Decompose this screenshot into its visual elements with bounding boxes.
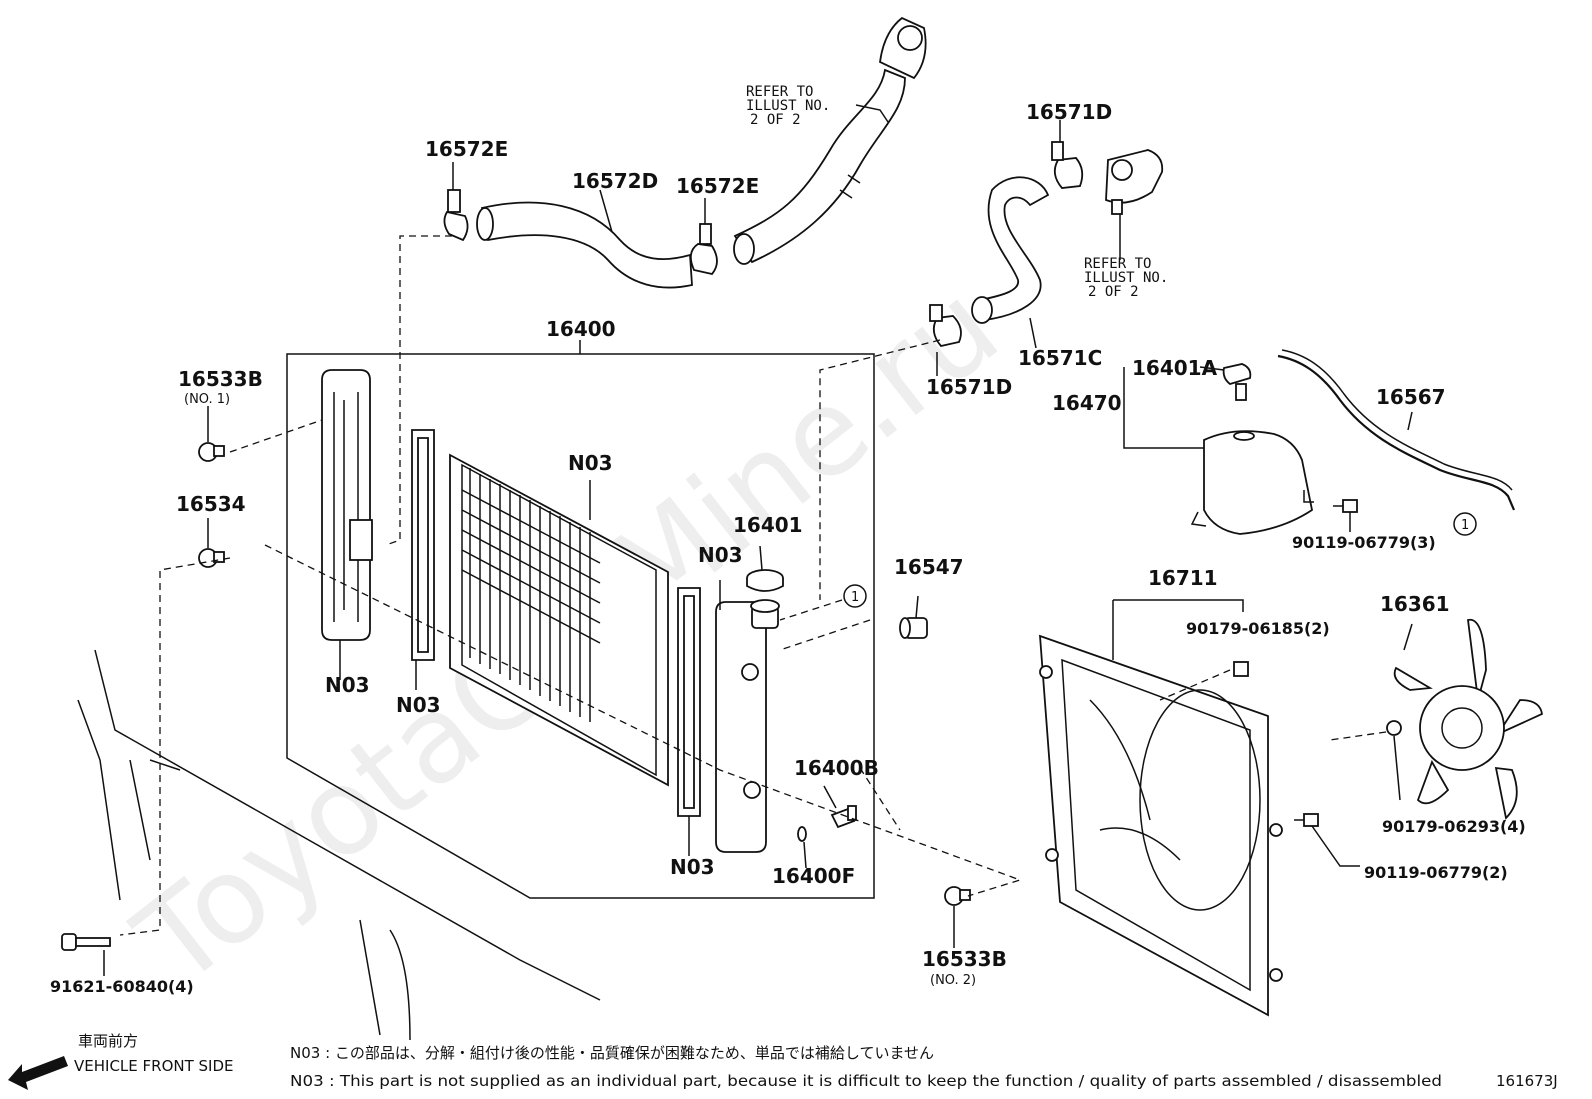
label-16572E-left[interactable]: 16572E <box>425 137 508 161</box>
hose-16571C[interactable] <box>978 176 1050 322</box>
hose-16572D[interactable] <box>480 201 693 289</box>
label-16400F[interactable]: 16400F <box>772 864 855 888</box>
label-16400[interactable]: 16400 <box>546 317 616 341</box>
hose-clamp-16571D-mid[interactable] <box>929 304 962 347</box>
reservoir-tank-16470[interactable] <box>1190 430 1314 535</box>
refer-right-line1: REFER TO <box>1084 256 1151 272</box>
bolt-91621-60840[interactable] <box>61 933 111 951</box>
connection-marker-1b: 1 <box>1453 512 1477 536</box>
label-16533B-no1-sub: (NO. 1) <box>184 392 230 407</box>
fan-16361[interactable] <box>1393 618 1543 820</box>
label-16547[interactable]: 16547 <box>894 555 964 579</box>
bolt-90119-06779-shroud[interactable] <box>1294 813 1319 827</box>
label-N03-core[interactable]: N03 <box>568 451 613 475</box>
svg-text:1: 1 <box>1461 518 1469 533</box>
gasket-right[interactable] <box>677 587 701 817</box>
vehicle-front-arrow-icon <box>8 1056 68 1090</box>
label-90119-06779-3[interactable]: 90119-06779(3) <box>1292 533 1436 552</box>
refer-right-line3: 2 OF 2 <box>1088 284 1139 300</box>
label-N03-gasket-right-bottom[interactable]: N03 <box>670 855 715 879</box>
n03-note-en: N03 : This part is not supplied as an in… <box>290 1072 1442 1090</box>
drain-cock-16400B[interactable] <box>830 805 857 829</box>
label-90119-06779-2[interactable]: 90119-06779(2) <box>1364 863 1508 882</box>
reservoir-cap-16401A[interactable] <box>1222 363 1252 401</box>
label-90179-06293-4[interactable]: 90179-06293(4) <box>1382 817 1526 836</box>
label-16400B[interactable]: 16400B <box>794 756 879 780</box>
label-N03-gasket-right[interactable]: N03 <box>698 543 743 567</box>
vehicle-front-en: VEHICLE FRONT SIDE <box>74 1057 234 1075</box>
label-16571D-top[interactable]: 16571D <box>1026 100 1112 124</box>
radiator-cap-16401[interactable] <box>746 569 784 592</box>
nut-90179-06293[interactable] <box>1386 720 1402 736</box>
label-16567[interactable]: 16567 <box>1376 385 1446 409</box>
label-16470[interactable]: 16470 <box>1052 391 1122 415</box>
fan-shroud-16711[interactable] <box>1038 634 1283 1017</box>
reservoir-hose-16567[interactable] <box>1277 354 1516 511</box>
label-16533B-no1[interactable]: 16533B <box>178 367 263 391</box>
label-16533B-no2-sub: (NO. 2) <box>930 973 976 988</box>
label-90179-06185-2[interactable]: 90179-06185(2) <box>1186 619 1330 638</box>
label-16401A[interactable]: 16401A <box>1132 356 1218 380</box>
footer: 車両前方 VEHICLE FRONT SIDE N03 : この部品は、分解・組… <box>8 1032 1558 1090</box>
label-16361[interactable]: 16361 <box>1380 592 1450 616</box>
label-16571D-mid[interactable]: 16571D <box>926 375 1012 399</box>
leader-lines <box>103 104 1413 976</box>
illustration-number: 161673J <box>1496 1072 1558 1090</box>
vehicle-body-outline <box>77 649 601 1041</box>
gasket-left[interactable] <box>411 429 435 661</box>
svg-text:1: 1 <box>851 590 859 605</box>
hose-clamp-16571D-top[interactable] <box>1051 141 1084 189</box>
radiator-core[interactable] <box>449 453 669 787</box>
refer-top-line3: 2 OF 2 <box>750 112 801 128</box>
upper-hose-to-engine[interactable] <box>733 68 906 264</box>
label-16711[interactable]: 16711 <box>1148 566 1218 590</box>
refer-top-line2: ILLUST NO. <box>746 98 830 114</box>
label-16572D[interactable]: 16572D <box>572 169 658 193</box>
lower-radiator-hose-group <box>929 141 1164 347</box>
radiator-assembly-frame <box>286 353 875 899</box>
grommet-16533B-no1[interactable] <box>198 442 225 462</box>
upper-radiator-hose-group <box>443 16 927 289</box>
refer-right-line2: ILLUST NO. <box>1084 270 1168 286</box>
n03-note-jp: N03 : この部品は、分解・組付け後の性能・品質確保が困難なため、単品では補給… <box>290 1044 934 1062</box>
vehicle-front-jp: 車両前方 <box>78 1032 138 1050</box>
label-16401[interactable]: 16401 <box>733 513 803 537</box>
connection-marker-1a: 1 <box>843 584 867 608</box>
bolt-90119-06779-reservoir[interactable] <box>1333 499 1358 513</box>
label-16534[interactable]: 16534 <box>176 492 246 516</box>
nut-90179-06185[interactable] <box>1233 661 1249 677</box>
cushion-16547[interactable] <box>899 617 928 639</box>
grommet-16533B-no2[interactable] <box>944 886 971 906</box>
cushion-16534[interactable] <box>198 548 225 568</box>
label-16533B-no2[interactable]: 16533B <box>922 947 1007 971</box>
label-16572E-right[interactable]: 16572E <box>676 174 759 198</box>
radiator-left-tank[interactable] <box>321 369 373 641</box>
label-N03-gasket-left[interactable]: N03 <box>396 693 441 717</box>
hose-clamp-16572E-left[interactable] <box>443 189 469 242</box>
hose-clamp-16572E-right[interactable] <box>689 223 718 275</box>
radiator-right-tank[interactable] <box>715 599 780 853</box>
label-16571C[interactable]: 16571C <box>1018 346 1102 370</box>
part-labels: 16572E 16572D 16572E REFER TO ILLUST NO.… <box>50 84 1526 996</box>
o-ring-16400F[interactable] <box>797 826 807 842</box>
label-N03-left-tank[interactable]: N03 <box>325 673 370 697</box>
label-91621-60840-4[interactable]: 91621-60840(4) <box>50 977 194 996</box>
refer-top-line1: REFER TO <box>746 84 813 100</box>
